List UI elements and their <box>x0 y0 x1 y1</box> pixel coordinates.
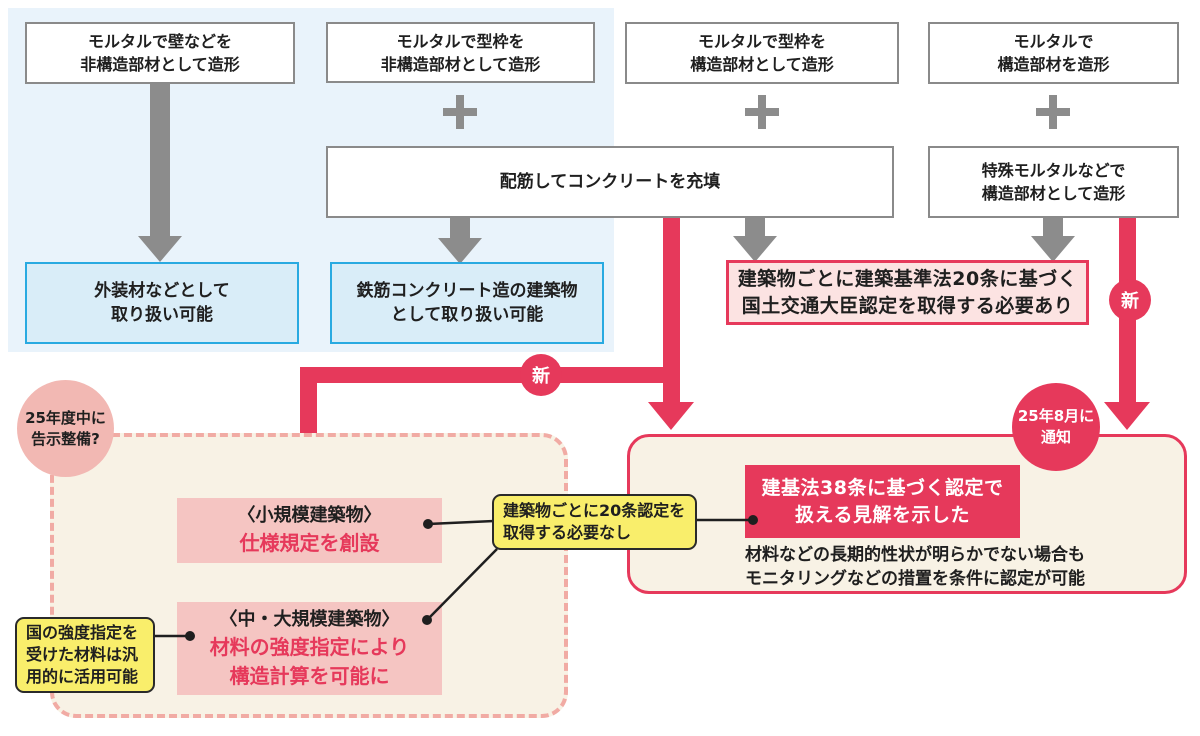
arrow-down-icon <box>438 238 482 264</box>
new-route-line <box>300 367 672 383</box>
rule-body: 材料の強度指定により構造計算を可能に <box>209 634 410 688</box>
arrow-down-icon <box>138 236 182 262</box>
arrow-down-icon <box>150 84 170 236</box>
plus-icon <box>443 95 477 129</box>
process-box-wall-nonstructural: モルタルで壁などを非構造部材として造形 <box>25 22 295 84</box>
arrow-down-icon <box>450 218 470 238</box>
process-box-formwork-structural: モルタルで型枠を構造部材として造形 <box>625 22 899 84</box>
arrow-down-icon <box>648 402 694 430</box>
process-box-mortar-structural: モルタルで構造部材を造形 <box>928 22 1179 84</box>
arrow-down-icon <box>1043 218 1063 236</box>
plus-icon <box>745 95 779 129</box>
rule-body: 仕様規定を創設 <box>239 531 380 555</box>
process-box-special-mortar: 特殊モルタルなどで構造部材として造形 <box>928 146 1179 218</box>
process-box-rebar-concrete-fill: 配筋してコンクリートを充填 <box>326 146 894 218</box>
new-route-line <box>663 218 680 404</box>
arrow-down-icon <box>745 218 765 236</box>
article38-note: 材料などの長期的性状が明らかでない場合もモニタリングなどの措置を条件に認定が可能 <box>745 545 1085 589</box>
rule-heading: 〈中・大規模建築物〉 <box>219 608 400 630</box>
rule-heading: 〈小規模建築物〉 <box>237 505 382 526</box>
rule-box-small-buildings: 〈小規模建築物〉 仕様規定を創設 <box>177 498 442 563</box>
article38-decision-box: 建基法38条に基づく認定で扱える見解を示した <box>745 465 1020 538</box>
cert-requirement-box: 建築物ごとに建築基準法20条に基づく国土交通大臣認定を取得する必要あり <box>726 260 1089 325</box>
arrow-down-icon <box>1104 402 1150 430</box>
callout-national-strength: 国の強度指定を受けた材料は汎用的に活用可能 <box>15 617 155 693</box>
rule-box-large-buildings: 〈中・大規模建築物〉 材料の強度指定により構造計算を可能に <box>177 602 442 695</box>
new-badge: 新 <box>1109 279 1151 321</box>
result-box-rc-building: 鉄筋コンクリート造の建築物として取り扱い可能 <box>330 262 604 344</box>
plus-icon <box>1036 95 1070 129</box>
callout-no-article20-needed: 建築物ごとに20条認定を取得する必要なし <box>492 494 697 550</box>
arrow-down-icon <box>1031 236 1075 262</box>
arrow-down-icon <box>733 236 777 262</box>
result-box-exterior-material: 外装材などとして取り扱い可能 <box>25 262 299 344</box>
bubble-notice-fy25: 25年度中に告示整備? <box>17 380 114 477</box>
bubble-notified-aug25: 25年8月に通知 <box>1012 383 1100 471</box>
process-box-formwork-nonstructural: モルタルで型枠を非構造部材として造形 <box>326 22 595 83</box>
new-badge: 新 <box>520 354 562 396</box>
